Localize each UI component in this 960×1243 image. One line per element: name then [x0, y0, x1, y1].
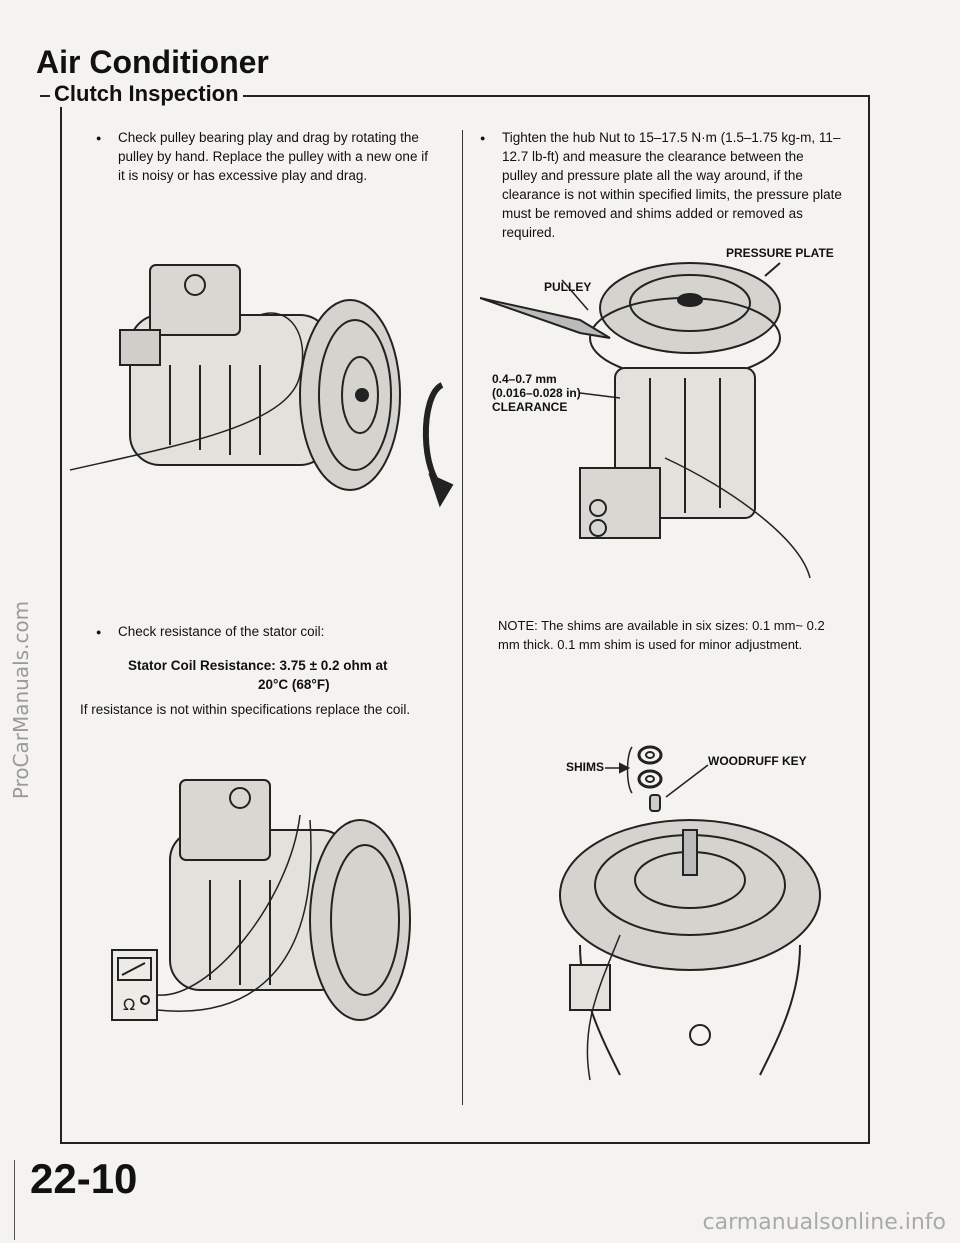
- right-bullet-hub-nut-text: Tighten the hub Nut to 15–17.5 N·m (1.5–…: [502, 130, 842, 240]
- side-watermark: ProCarManuals.com: [6, 420, 36, 980]
- label-woodruff-key: WOODRUFF KEY: [708, 754, 807, 768]
- binding-line: [14, 1160, 15, 1240]
- label-clearance-mm: 0.4–0.7 mm: [492, 372, 557, 386]
- label-clearance-word: CLEARANCE: [492, 400, 568, 414]
- feeler-gauge-illustration: [480, 262, 811, 579]
- left-bullet-pulley-check: Check pulley bearing play and drag by ro…: [96, 128, 438, 185]
- frame-top-border: [60, 95, 870, 97]
- compressor-rotation-illustration: [69, 264, 454, 508]
- label-pressure-plate: PRESSURE PLATE: [726, 246, 834, 260]
- right-shim-note: NOTE: The shims are available in six siz…: [498, 618, 825, 652]
- page-number: 22-10: [30, 1155, 138, 1202]
- page-title: Air Conditioner: [36, 44, 269, 80]
- left-bullet-pulley-check-text: Check pulley bearing play and drag by ro…: [118, 130, 428, 183]
- left-bullet-stator-coil: Check resistance of the stator coil:: [96, 622, 438, 642]
- side-watermark-text: ProCarManuals.com: [9, 600, 33, 800]
- shims-woodruff-illustration: [559, 745, 821, 1081]
- left-bullet-stator-coil-text: Check resistance of the stator coil:: [118, 624, 325, 639]
- stator-coil-spec: Stator Coil Resistance: 3.75 ± 0.2 ohm a…: [128, 656, 448, 694]
- ohm-icon: Ω: [123, 995, 135, 1014]
- section-heading: Clutch Inspection: [50, 81, 243, 107]
- stator-coil-spec-line2: 20°C (68°F): [258, 677, 330, 692]
- label-clearance-in: (0.016–0.028 in): [492, 386, 581, 400]
- content-frame: [60, 95, 870, 1144]
- left-coil-note: If resistance is not within specificatio…: [80, 702, 411, 717]
- compressor-ohmmeter-illustration: Ω: [111, 779, 411, 1021]
- label-shims: SHIMS: [566, 760, 605, 774]
- stator-coil-spec-line1: Stator Coil Resistance: 3.75 ± 0.2 ohm a…: [128, 658, 388, 673]
- column-divider: [462, 130, 463, 1105]
- right-bullet-hub-nut: Tighten the hub Nut to 15–17.5 N·m (1.5–…: [480, 128, 842, 242]
- bottom-watermark: carmanualsonline.info: [702, 1210, 946, 1235]
- label-clearance: 0.4–0.7 mm(0.016–0.028 in)CLEARANCE: [492, 372, 581, 414]
